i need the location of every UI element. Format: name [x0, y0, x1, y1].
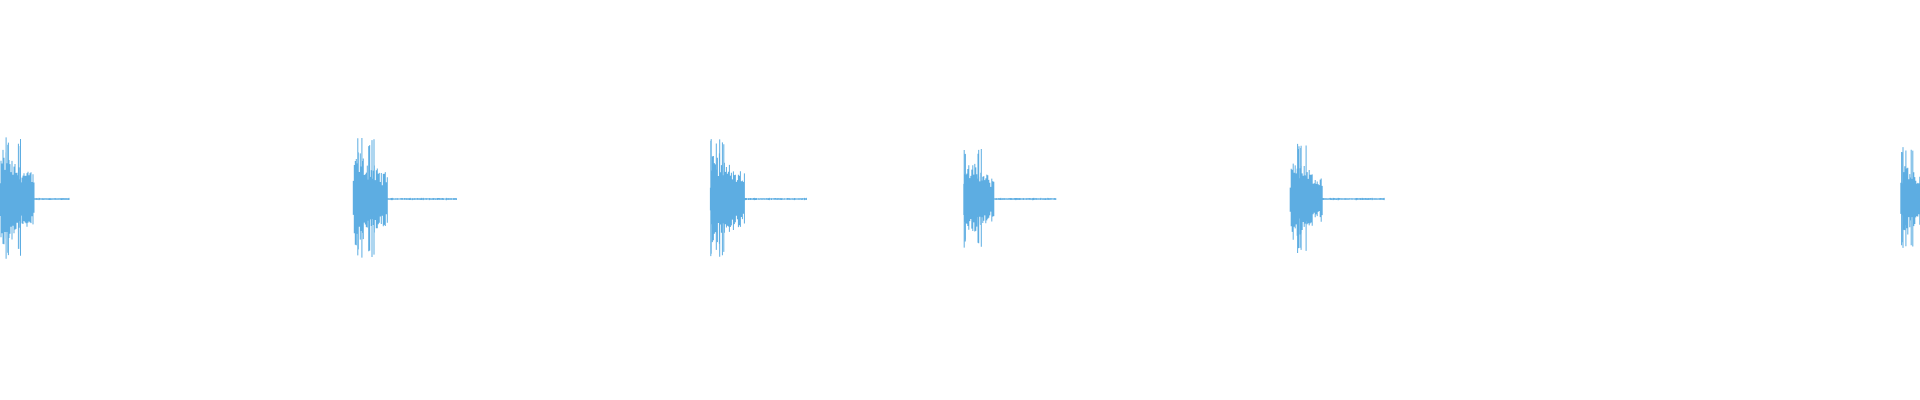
waveform-burst	[352, 138, 457, 258]
waveform-burst	[1289, 143, 1385, 253]
waveform-burst	[963, 149, 1057, 248]
waveform-burst	[0, 137, 70, 259]
waveform-burst	[709, 139, 807, 257]
waveform-burst-path	[709, 139, 807, 257]
waveform-burst-path	[1900, 147, 1920, 248]
waveform-burst-path	[0, 137, 70, 259]
waveform-burst-path	[352, 138, 457, 258]
waveform-burst-path	[1289, 143, 1385, 253]
waveform-bursts	[0, 137, 1920, 259]
waveform-burst-path	[963, 149, 1057, 248]
waveform-burst	[1900, 147, 1920, 248]
